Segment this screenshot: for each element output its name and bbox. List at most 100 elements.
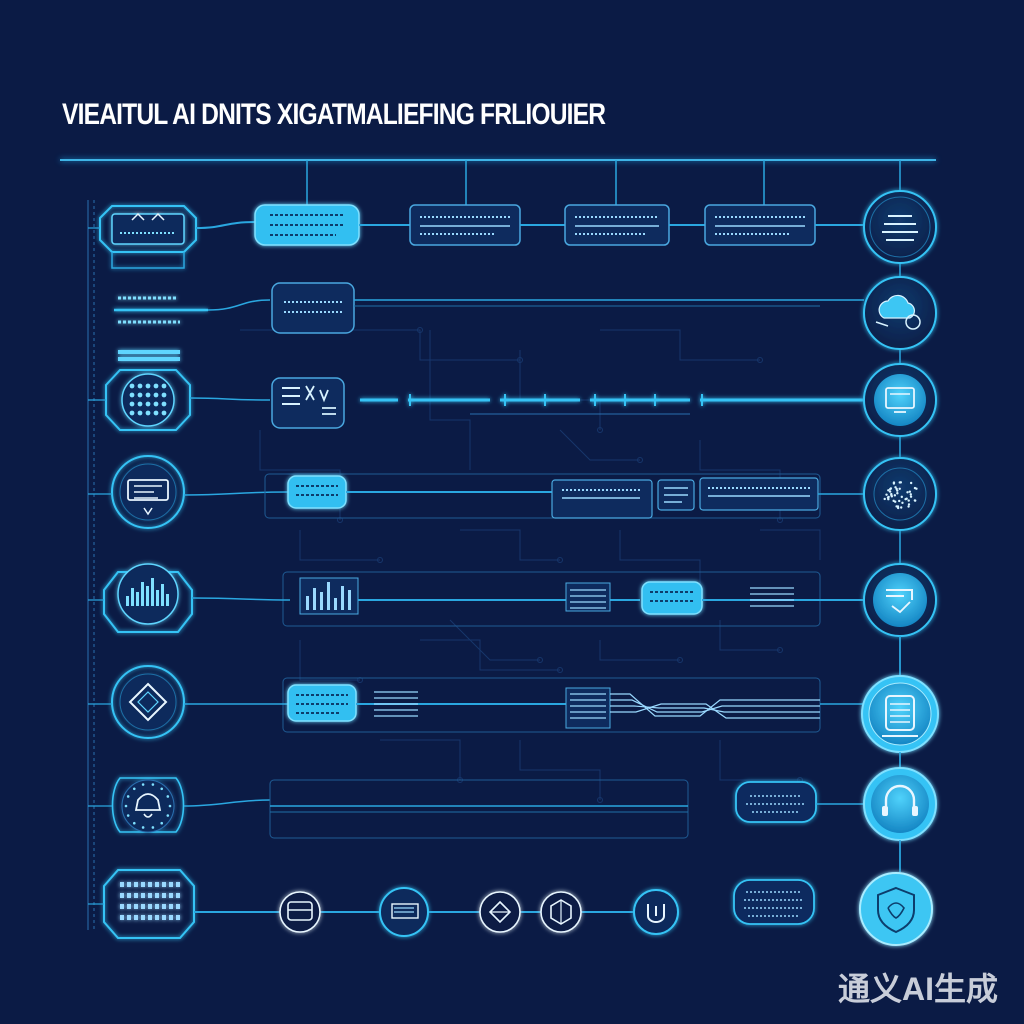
key <box>120 893 124 898</box>
flow-row-5 <box>103 563 937 680</box>
watermark-text: 通义AI生成 <box>838 971 999 1007</box>
speckle <box>907 505 910 508</box>
left-row-connectors <box>88 227 112 905</box>
process-node-9 <box>657 479 695 511</box>
document-icon <box>861 675 939 753</box>
speckle <box>890 494 893 497</box>
bell-dot <box>160 787 164 791</box>
key <box>176 904 180 909</box>
grid-dot <box>145 410 151 416</box>
row6-track <box>282 677 821 733</box>
speckle <box>909 495 913 498</box>
speckle <box>883 497 886 501</box>
top-drop-lines <box>306 160 765 205</box>
speckle <box>907 503 911 506</box>
speckle <box>892 481 896 484</box>
flow-row-6 <box>111 665 939 770</box>
key <box>155 893 159 898</box>
mini-bars <box>126 578 169 606</box>
flow-row-8 <box>103 869 933 946</box>
hexagon-icon <box>540 891 582 933</box>
key <box>162 893 166 898</box>
shield-icon <box>859 872 933 946</box>
flow-row-4 <box>111 455 937 531</box>
title-divider <box>60 159 936 161</box>
bell-dot <box>160 821 164 825</box>
grid-dot <box>153 392 159 398</box>
speckle <box>894 486 897 489</box>
key <box>127 882 131 887</box>
key <box>169 915 173 920</box>
speckle <box>885 493 888 496</box>
speckle <box>907 499 910 502</box>
key <box>162 882 166 887</box>
process-node-15 <box>287 684 357 722</box>
key <box>127 904 131 909</box>
bell-dot <box>124 804 128 808</box>
key <box>127 893 131 898</box>
row7-track <box>269 779 689 839</box>
grid-dot <box>145 383 151 389</box>
key <box>141 893 145 898</box>
mini-bar <box>161 584 164 606</box>
page-title: VIEAITUL AI DNITS XIGATMALIEFING FRLIOUI… <box>62 98 606 131</box>
grid-dot <box>153 383 159 389</box>
key <box>141 882 145 887</box>
node-bar <box>313 588 316 610</box>
speckle <box>898 487 901 490</box>
key <box>155 904 159 909</box>
node-bar <box>320 592 323 610</box>
mini-bar <box>156 590 159 606</box>
node-bar <box>334 598 337 610</box>
bell-dot <box>141 826 145 829</box>
chip-icon <box>99 205 197 269</box>
process-node-14 <box>750 587 794 607</box>
speckle <box>893 494 897 497</box>
grid-dot <box>145 401 151 407</box>
grid-dot <box>145 392 151 398</box>
speckle <box>896 492 899 495</box>
key <box>148 904 152 909</box>
diamond-small-icon <box>479 891 521 933</box>
grid-dot <box>129 410 135 416</box>
lock-icon <box>633 889 679 935</box>
grid-dot <box>153 410 159 416</box>
flow-row-7 <box>111 767 937 872</box>
keyboard-keys <box>120 882 180 920</box>
board-icon <box>111 455 185 529</box>
speckle <box>900 495 904 499</box>
speckle <box>904 497 907 501</box>
grid-dot <box>161 410 167 416</box>
process-node-19 <box>733 879 815 925</box>
mini-bar <box>136 592 139 606</box>
grid-dot <box>161 401 167 407</box>
speckle <box>909 493 912 496</box>
grid-dots-icon <box>105 369 191 431</box>
key <box>134 904 138 909</box>
key <box>176 915 180 920</box>
list-icon <box>114 296 208 361</box>
process-node-11 <box>299 577 359 615</box>
bell-dot <box>151 783 155 786</box>
speckle <box>901 501 904 505</box>
bell-dot <box>132 821 136 825</box>
keyboard-icon <box>103 869 195 939</box>
key <box>120 882 124 887</box>
node-bars <box>306 582 351 610</box>
node-bar <box>341 586 344 610</box>
bell-dot <box>126 795 130 798</box>
process-node-17 <box>565 687 611 729</box>
process-node-5 <box>271 282 355 334</box>
key <box>148 893 152 898</box>
bell-dot <box>141 783 145 786</box>
bell-dot <box>126 814 130 817</box>
mini-bar <box>166 594 169 606</box>
panel-icon <box>379 887 429 937</box>
monitor-icon <box>863 363 937 437</box>
key <box>162 915 166 920</box>
bell-dots <box>124 783 172 829</box>
speckle <box>909 481 913 485</box>
process-node-3 <box>564 204 670 246</box>
dot-grid <box>129 383 167 416</box>
